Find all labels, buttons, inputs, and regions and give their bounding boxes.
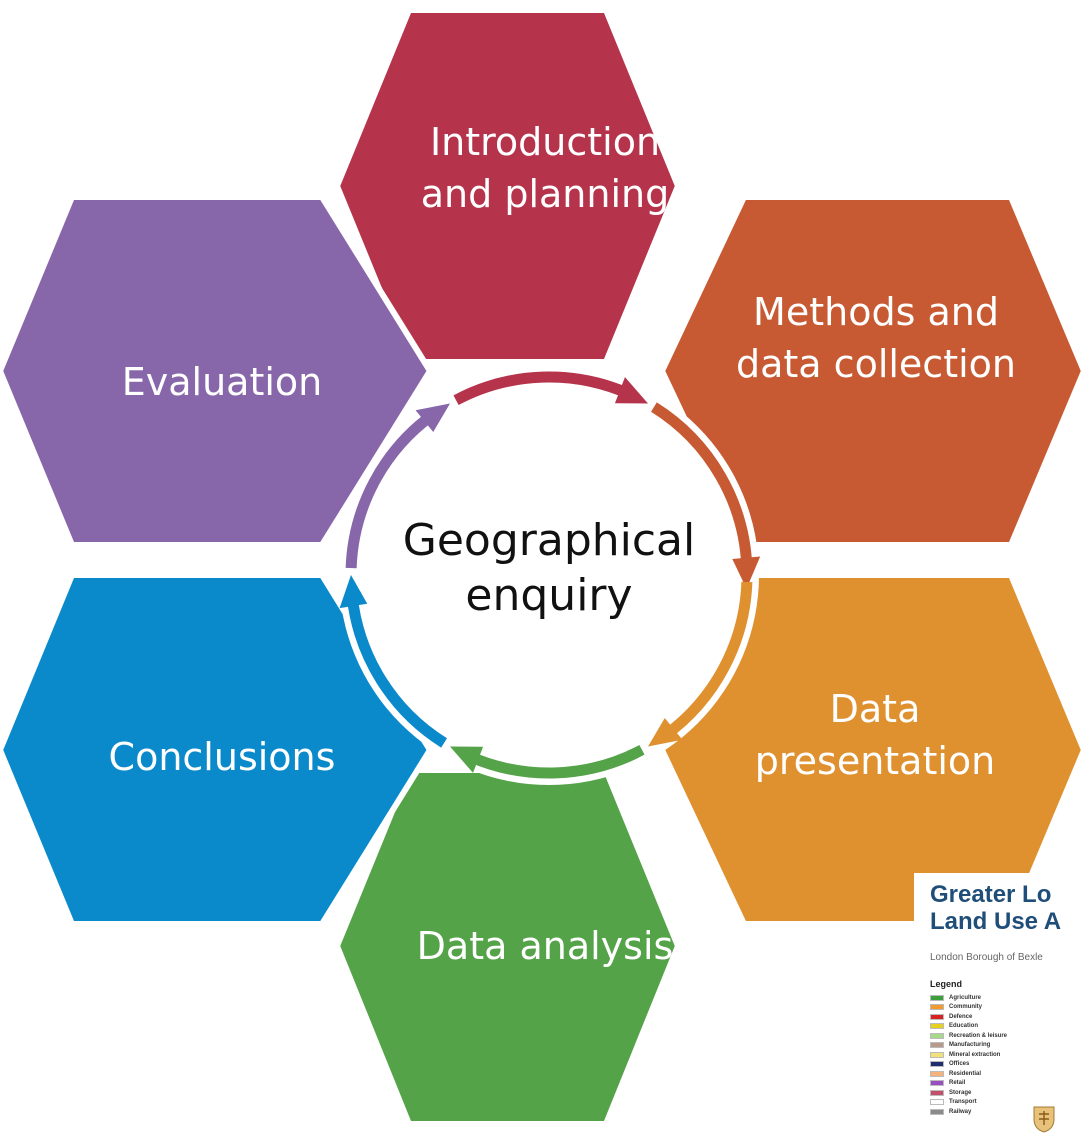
legend-label: Community	[949, 1004, 982, 1011]
cycle-arc	[651, 402, 753, 569]
legend-item: Agriculture	[930, 993, 1007, 1003]
cycle-arc	[662, 581, 753, 740]
legend-item: Retail	[930, 1079, 1007, 1089]
cycle-arrowhead	[614, 377, 648, 404]
legend-swatch	[930, 1080, 944, 1087]
ring-background	[339, 365, 759, 785]
legend-swatch	[930, 1089, 944, 1096]
cycle-arc	[346, 595, 447, 748]
legend-item: Manufacturing	[930, 1041, 1007, 1051]
legend-swatch	[930, 1042, 944, 1049]
legend-item: Railway	[930, 1107, 1007, 1117]
segment-label: Data analysis	[417, 924, 674, 968]
legend-swatch	[930, 1013, 944, 1020]
hexagon-segment	[0, 572, 433, 927]
legend-swatch	[930, 1108, 944, 1115]
cycle-ring	[339, 365, 761, 785]
hexagon-segments	[0, 7, 1084, 1127]
legend-item: Transport	[930, 1098, 1007, 1108]
legend-swatch	[930, 1070, 944, 1077]
legend-item: Storage	[930, 1088, 1007, 1098]
segment-label: Conclusions	[109, 735, 336, 779]
legend-item: Offices	[930, 1060, 1007, 1070]
cycle-arc	[345, 410, 436, 569]
legend-label: Recreation & leisure	[949, 1032, 1008, 1039]
cycle-arrowhead	[339, 575, 368, 609]
borough-crest-icon	[1033, 1106, 1055, 1133]
map-subtitle: London Borough of Bexle	[930, 952, 1043, 963]
legend-swatch	[930, 994, 944, 1001]
cycle-arrowhead	[732, 556, 761, 589]
legend-label: Manufacturing	[949, 1042, 991, 1049]
legend-swatch	[930, 1023, 944, 1030]
legend-swatch	[930, 1032, 944, 1039]
map-title: Greater Lo Land Use A	[930, 881, 1062, 935]
land-use-map-card: Greater Lo Land Use A London Borough of …	[914, 873, 1084, 1133]
legend-label: Residential	[949, 1070, 982, 1077]
legend-item: Mineral extraction	[930, 1050, 1007, 1060]
legend-item: Defence	[930, 1012, 1007, 1022]
legend-label: Offices	[949, 1061, 970, 1068]
legend-item: Residential	[930, 1069, 1007, 1079]
legend-swatch	[930, 1004, 944, 1011]
legend-label: Defence	[949, 1013, 973, 1020]
legend-item: Education	[930, 1022, 1007, 1032]
cycle-arc	[453, 371, 632, 406]
legend-label: Railway	[949, 1108, 972, 1115]
cycle-arc	[466, 744, 645, 779]
legend-title: Legend	[930, 979, 963, 989]
cycle-arrowhead	[648, 717, 683, 747]
legend-label: Retail	[949, 1080, 966, 1087]
legend-label: Transport	[949, 1099, 977, 1106]
cycle-arrowhead	[415, 403, 450, 433]
cycle-arrowhead	[450, 746, 484, 773]
legend-label: Education	[949, 1023, 979, 1030]
legend-swatch	[930, 1099, 944, 1106]
legend-swatch	[930, 1061, 944, 1068]
hexagon-segment	[0, 194, 433, 548]
legend-swatch	[930, 1051, 944, 1058]
legend-label: Storage	[949, 1089, 972, 1096]
legend-item: Recreation & leisure	[930, 1031, 1007, 1041]
legend-item: Community	[930, 1003, 1007, 1013]
segment-label: Evaluation	[122, 360, 323, 404]
legend-label: Mineral extraction	[949, 1051, 1001, 1058]
legend-label: Agriculture	[949, 994, 982, 1001]
